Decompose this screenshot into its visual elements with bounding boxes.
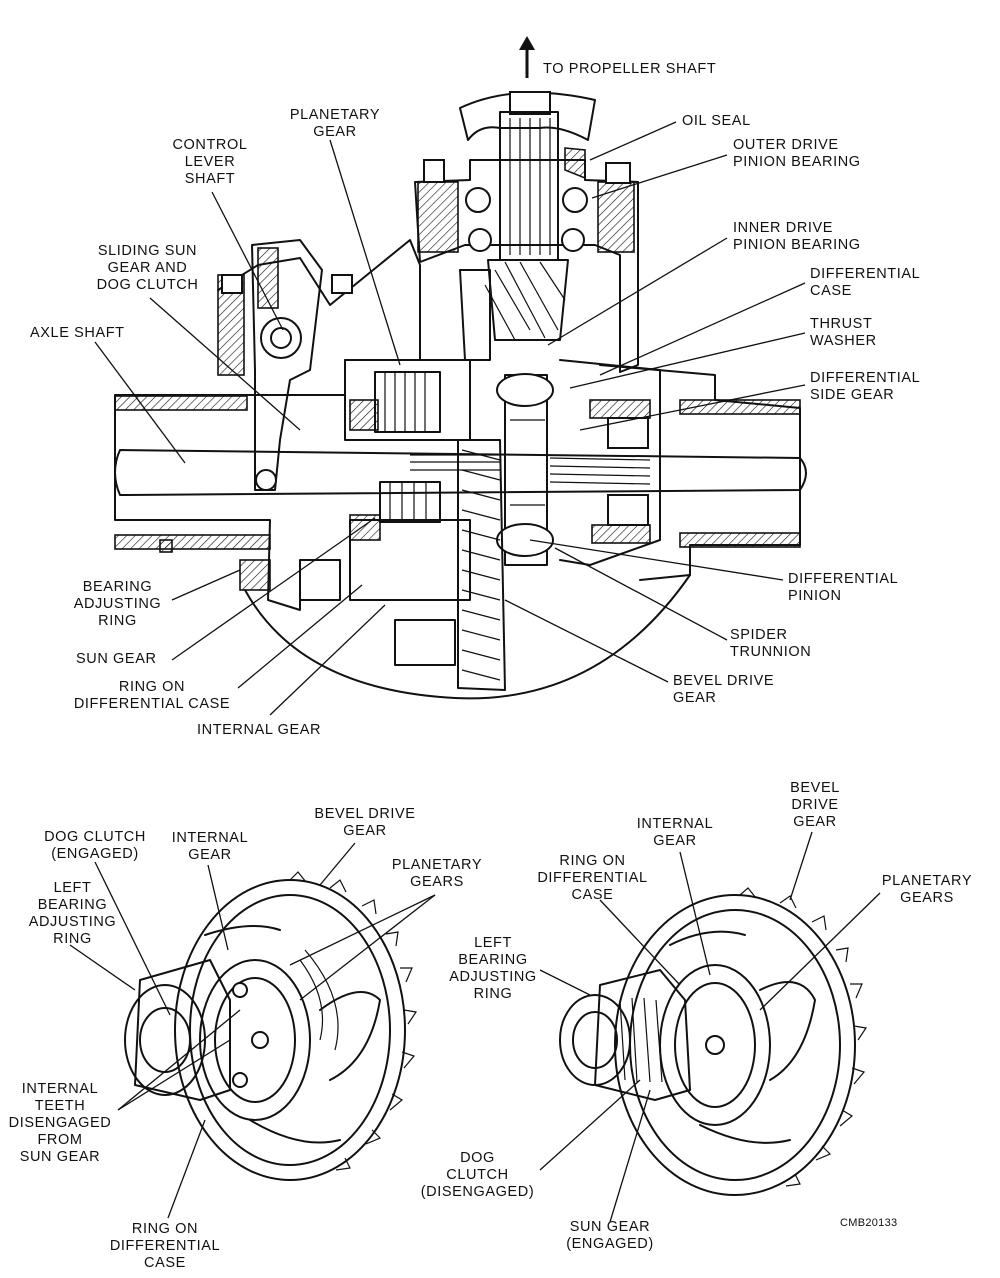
differential-pinion-label: DIFFERENTIAL PINION: [788, 571, 899, 604]
axle-shaft-label: AXLE SHAFT: [30, 325, 125, 341]
right-leader-lines: [539, 831, 881, 1223]
ring-on-differential-case-label: RING ON DIFFERENTIAL CASE: [73, 679, 231, 712]
sectional-view: [114, 36, 807, 700]
thrust-washer-label: THRUST WASHER: [810, 316, 877, 349]
figure-code: CMB20133: [840, 1217, 898, 1229]
right-gear-assembly: [559, 887, 868, 1196]
right-ring-on-differential-case-label: RING ON DIFFERENTIAL CASE: [537, 853, 648, 903]
spider-trunnion-label: SPIDER TRUNNION: [730, 627, 812, 660]
right-bearing-adjusting-ring-label: LEFT BEARING ADJUSTING RING: [449, 935, 537, 1002]
left-dog-clutch-engaged-label: DOG CLUTCH (ENGAGED): [44, 829, 146, 862]
bearing-adjusting-ring-label: BEARING ADJUSTING RING: [73, 579, 162, 629]
outer-drive-pinion-bearing-label: OUTER DRIVE PINION BEARING: [733, 137, 861, 170]
left-internal-gear-label: INTERNAL GEAR: [171, 830, 249, 863]
sun-gear-label: SUN GEAR: [76, 651, 157, 667]
differential-case-label: DIFFERENTIAL CASE: [810, 266, 921, 299]
left-gear-assembly: [124, 871, 418, 1181]
propeller-shaft-label: TO PROPELLER SHAFT: [543, 61, 717, 77]
left-planetary-gears-label: PLANETARY GEARS: [391, 857, 483, 890]
bevel-drive-gear-label: BEVEL DRIVE GEAR: [673, 673, 775, 706]
left-ring-on-differential-case-label: RING ON DIFFERENTIAL CASE: [109, 1221, 221, 1271]
top-leader-lines: [94, 121, 806, 716]
differential-side-gear-label: DIFFERENTIAL SIDE GEAR: [810, 370, 921, 403]
right-internal-gear-label: INTERNAL GEAR: [636, 816, 714, 849]
left-bearing-adjusting-ring-label: LEFT BEARING ADJUSTING RING: [28, 880, 117, 947]
planetary-gear-label: PLANETARY GEAR: [289, 107, 381, 140]
control-lever-shaft-label: CONTROL LEVER SHAFT: [172, 137, 248, 187]
dog-clutch-disengaged-label: DOG CLUTCH (DISENGAGED): [420, 1150, 535, 1200]
left-leader-lines: [69, 842, 436, 1219]
internal-teeth-disengaged-label: INTERNAL TEETH DISENGAGED FROM SUN GEAR: [8, 1081, 112, 1165]
oil-seal-label: OIL SEAL: [682, 113, 751, 129]
right-planetary-gears-label: PLANETARY GEARS: [881, 873, 973, 906]
sliding-sun-gear-label: SLIDING SUN GEAR AND DOG CLUTCH: [96, 243, 199, 293]
sun-gear-engaged-label: SUN GEAR (ENGAGED): [566, 1219, 654, 1252]
left-bevel-drive-gear-label: BEVEL DRIVE GEAR: [314, 806, 416, 839]
internal-gear-label: INTERNAL GEAR: [197, 722, 322, 738]
inner-drive-pinion-bearing-label: INNER DRIVE PINION BEARING: [733, 220, 861, 253]
right-bevel-drive-gear-label: BEVEL DRIVE GEAR: [790, 780, 840, 830]
